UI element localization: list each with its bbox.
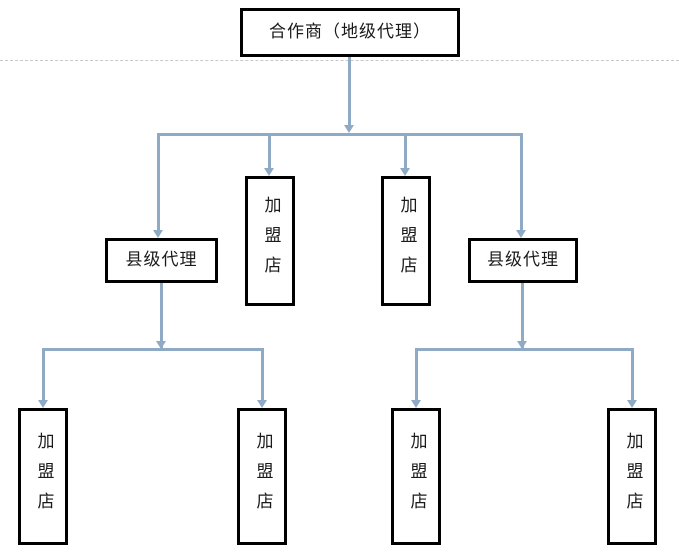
node-store-b4[interactable]: 加盟店 [607,408,657,545]
node-store-b4-label: 加盟店 [622,431,643,522]
node-store-b3[interactable]: 加盟店 [391,408,441,545]
connector-root-stem [348,57,351,127]
arrowhead-root-stem [344,125,354,133]
page-divider [0,60,679,61]
node-store-mid-left-label: 加盟店 [260,196,281,286]
node-store-mid-right[interactable]: 加盟店 [381,176,431,306]
connector-branch-store-b4 [631,348,634,402]
node-store-b2-label: 加盟店 [252,431,273,522]
arrowhead-county-right [516,230,526,238]
node-county-left-label: 县级代理 [125,250,198,270]
node-store-b1-label: 加盟店 [33,431,54,522]
node-store-b2[interactable]: 加盟店 [237,408,287,545]
connector-level3-bus-right [415,348,634,351]
arrowhead-store-mid-right [400,168,410,176]
connector-branch-county-left [157,133,160,232]
node-county-left[interactable]: 县级代理 [105,238,218,283]
connector-branch-store-mid-left [268,133,271,170]
connector-level2-bus [157,133,523,136]
node-store-mid-left[interactable]: 加盟店 [245,176,295,306]
node-partner-label: 合作商（地级代理） [269,22,431,42]
connector-branch-store-b2 [261,348,264,402]
connector-level3-bus-left [42,348,264,351]
node-county-right-label: 县级代理 [487,250,559,270]
node-store-mid-right-label: 加盟店 [396,196,417,286]
connector-branch-store-b1 [42,348,45,402]
node-store-b1[interactable]: 加盟店 [18,408,68,545]
arrowhead-county-left [153,230,163,238]
connector-county-right-stem [521,283,524,348]
node-partner[interactable]: 合作商（地级代理） [240,8,460,57]
arrowhead-county-right-stem [517,341,527,349]
connector-branch-store-mid-right [404,133,407,170]
arrowhead-county-left-stem [156,341,166,349]
node-county-right[interactable]: 县级代理 [468,238,578,283]
connector-branch-store-b3 [415,348,418,402]
arrowhead-store-b3 [411,400,421,408]
arrowhead-store-b1 [38,400,48,408]
arrowhead-store-b2 [257,400,267,408]
arrowhead-store-b4 [627,400,637,408]
connector-branch-county-right [520,133,523,232]
arrowhead-store-mid-left [264,168,274,176]
connector-county-left-stem [160,283,163,348]
node-store-b3-label: 加盟店 [406,431,427,522]
